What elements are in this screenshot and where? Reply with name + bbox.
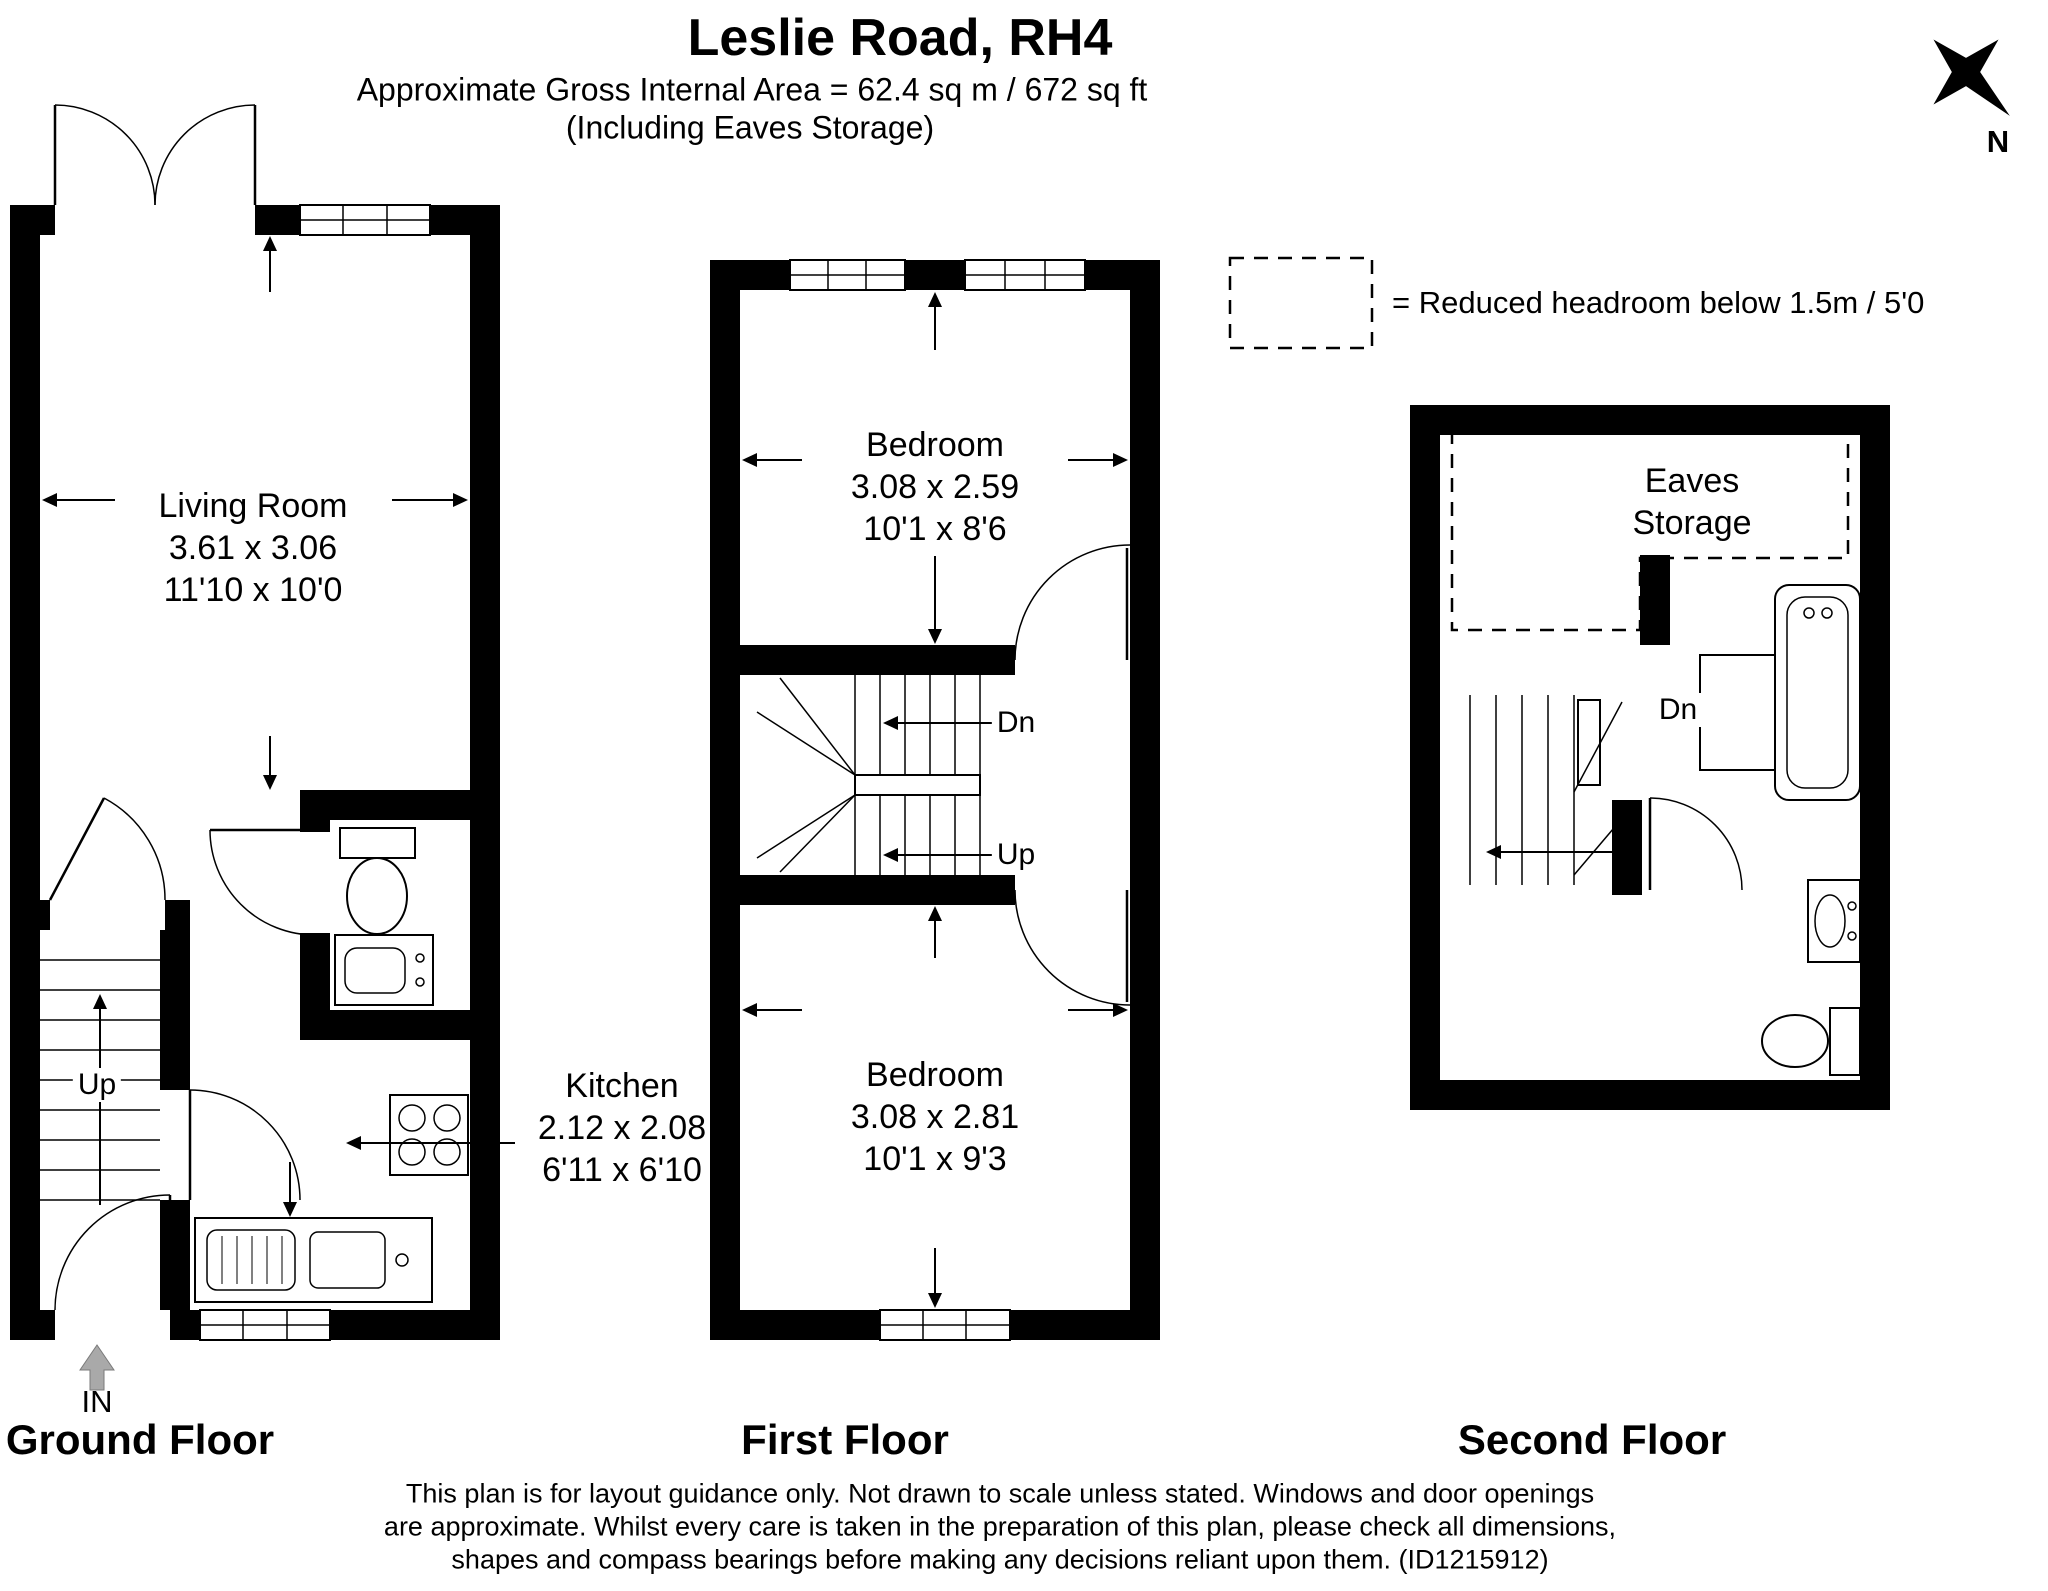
window-symbol [964,259,1086,291]
first-stairs-down-label: Dn [991,706,1041,740]
disclaimer-line-3: shapes and compass bearings before makin… [451,1544,1549,1575]
bath-icon [1774,584,1861,801]
second-floor-title: Second Floor [1457,1416,1727,1463]
wc-sink-icon [334,934,434,1006]
room-size-imperial: 11'10 x 10'0 [163,571,343,609]
first-floor-walls [710,260,1160,1340]
first-floor-windows [789,259,1086,1341]
second-floor-stairs [1469,695,1637,885]
room-name: Eaves [1644,462,1740,500]
first-floor-plan [710,259,1160,1341]
room-name: Storage [1632,504,1752,542]
ground-floor-plan [10,104,515,1391]
second-floor-walls [1410,405,1890,1110]
toilet-icon [339,827,416,935]
stairs-arrowhead [1486,845,1501,859]
door-bedroom-back-icon [1014,889,1131,1006]
disclaimer-line-1: This plan is for layout guidance only. N… [405,1478,1595,1509]
stairs-down-arrowhead [883,716,898,730]
window-symbol [789,259,906,291]
page-title: Leslie Road, RH4 [687,9,1113,67]
second-floor-plan [1410,405,1890,1110]
room-name: Bedroom [866,426,1004,464]
cupboard-symbol [1699,654,1778,771]
legend-swatch [1228,256,1374,350]
bathroom-sink-icon [1807,879,1861,963]
eaves-storage-label: Eaves Storage [1632,460,1751,544]
ground-floor-walls [10,205,500,1340]
entrance-arrow-icon [79,1344,115,1391]
room-size-metric: 3.61 x 3.06 [168,529,338,567]
room-name: Bedroom [866,1056,1004,1094]
first-floor-doors [1014,544,1131,1006]
room-size-metric: 3.08 x 2.59 [850,468,1020,506]
kitchen-sink-icon [194,1217,433,1303]
first-floor-dimension-arrows [742,292,1128,1308]
stair-rail [1577,699,1601,786]
compass-north-label: N [1986,124,2010,159]
compass-icon [1933,39,2010,116]
bedroom-back-label: Bedroom 3.08 x 2.81 10'1 x 9'3 [851,1054,1019,1180]
legend-label: = Reduced headroom below 1.5m / 5'0 [1392,285,1925,320]
room-size-metric: 2.12 x 2.08 [537,1109,707,1147]
room-name: Living Room [158,487,348,525]
area-subtitle: Approximate Gross Internal Area = 62.4 s… [356,71,1148,108]
ground-floor-dimension-arrows [42,236,515,1217]
bedroom-front-label: Bedroom 3.08 x 2.59 10'1 x 8'6 [851,424,1019,550]
eaves-storage-outline [1450,430,1850,632]
second-stairs-down-label: Dn [1653,693,1703,727]
ground-floor-doors [48,104,316,1311]
door-living-room-icon [48,797,166,901]
window-symbol [199,1309,331,1341]
french-doors-icon [53,104,257,206]
stairs-up-arrowhead [883,848,898,862]
stair-rail [854,774,981,796]
ground-stairs-up-label: Up [72,1068,122,1102]
door-bedroom-front-icon [1014,544,1131,661]
toilet-icon [1761,1007,1861,1076]
room-size-imperial: 10'1 x 8'6 [863,510,1007,548]
eaves-subtitle: (Including Eaves Storage) [565,109,935,146]
wc-fixtures [334,827,434,1006]
first-floor-title: First Floor [741,1416,949,1463]
window-symbol [299,204,431,236]
stairs-up-arrowhead [93,994,107,1009]
first-floor-stairs [756,675,993,875]
room-size-imperial: 10'1 x 9'3 [863,1140,1007,1178]
ground-floor-title: Ground Floor [5,1416,275,1463]
bathroom-fixtures [1761,584,1861,1076]
door-wc-icon [209,828,316,936]
door-front-icon [54,1194,172,1311]
window-symbol [879,1309,1011,1341]
room-size-metric: 3.08 x 2.81 [850,1098,1020,1136]
entrance-label: IN [81,1384,113,1419]
kitchen-label: Kitchen 2.12 x 2.08 6'11 x 6'10 [538,1065,706,1191]
kitchen-fixtures [194,1094,469,1303]
door-kitchen-icon [188,1089,301,1201]
room-size-imperial: 6'11 x 6'10 [542,1151,702,1189]
room-name: Kitchen [565,1067,679,1105]
living-room-label: Living Room 3.61 x 3.06 11'10 x 10'0 [159,485,348,611]
first-stairs-up-label: Up [991,838,1041,872]
hob-icon [389,1094,469,1176]
door-bathroom-icon [1648,797,1743,891]
disclaimer-line-2: are approximate. Whilst every care is ta… [383,1511,1617,1542]
ground-floor-windows [199,204,431,1341]
